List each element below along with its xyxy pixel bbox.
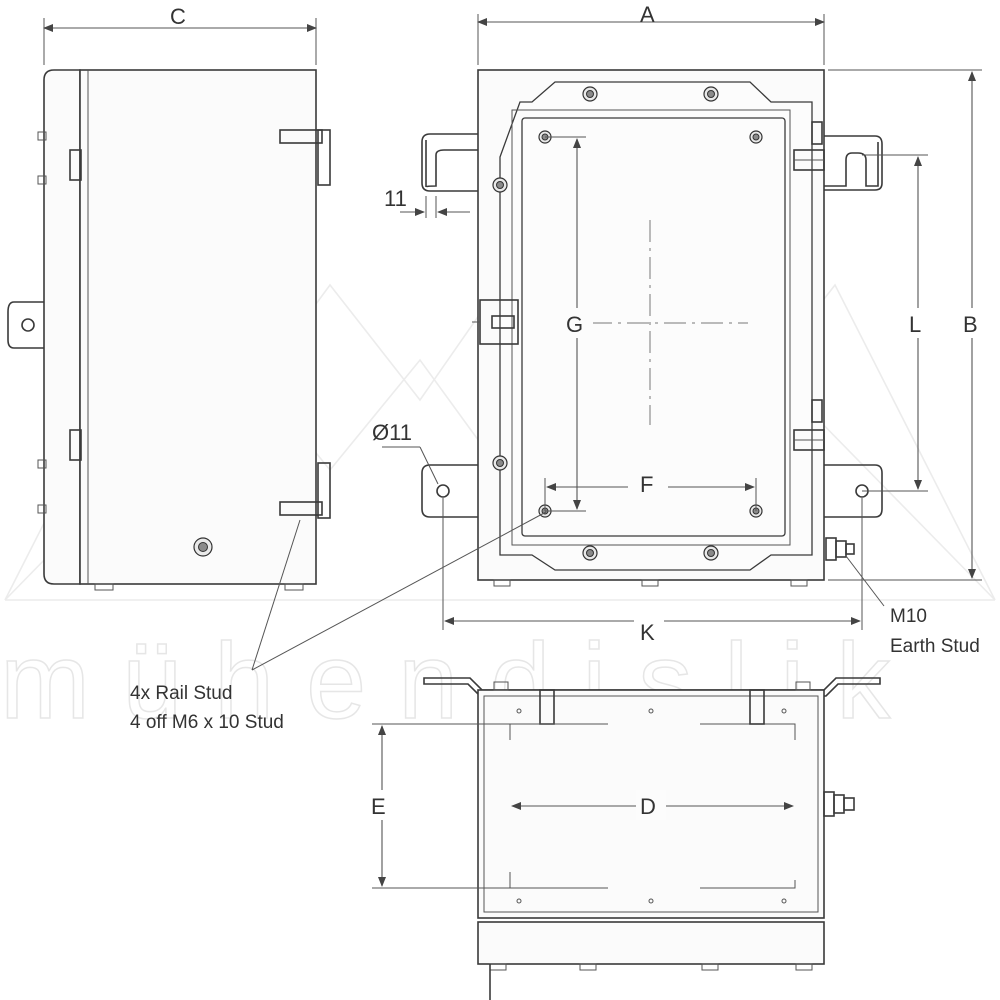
bottom-view: E D [370, 677, 881, 1000]
earth-stud-note-2: Earth Stud [890, 636, 980, 657]
dim-hole-label: Ø11 [372, 420, 412, 445]
bracket-hole [21, 318, 35, 332]
rail-stud-callout: 4x Rail Stud 4 off M6 x 10 Stud [130, 511, 547, 733]
rail-stud-note-1: 4x Rail Stud [130, 683, 232, 704]
dim-c-label: C [170, 4, 186, 29]
mounting-plate [521, 117, 786, 537]
mount-hole-left [436, 484, 450, 498]
dim-f-label: F [640, 472, 653, 497]
dim-slot-label: 11 [384, 186, 407, 211]
front-view: A B L G F 11 Ø11 [372, 2, 986, 645]
bottom-feet [489, 963, 813, 1000]
earth-stud-note-1: M10 [890, 606, 927, 627]
bottom-holes [516, 708, 787, 904]
door-bolts [492, 86, 719, 561]
dim-b-label: B [963, 312, 978, 337]
rail-stud-top [279, 129, 331, 186]
earth-stud-callout: M10 Earth Stud [845, 555, 980, 657]
hinge-top [793, 121, 825, 171]
dim-d-label: D [640, 794, 656, 819]
dim-k-label: K [640, 620, 655, 645]
rail-stud-bottom [279, 462, 331, 519]
earth-stud-side-icon [823, 791, 855, 817]
hinge-bottom [793, 399, 825, 451]
door-latch [472, 299, 519, 345]
earth-stud-icon [825, 537, 855, 561]
dim-l-label: L [909, 312, 921, 337]
back-studs [37, 131, 47, 514]
rail-stud-note-2: 4 off M6 x 10 Stud [130, 712, 284, 733]
dim-a-label: A [640, 2, 655, 27]
dim-e-label: E [371, 794, 386, 819]
dim-g-label: G [566, 312, 583, 337]
side-feet [94, 583, 304, 591]
front-feet [493, 579, 808, 587]
side-view: C [7, 4, 331, 591]
